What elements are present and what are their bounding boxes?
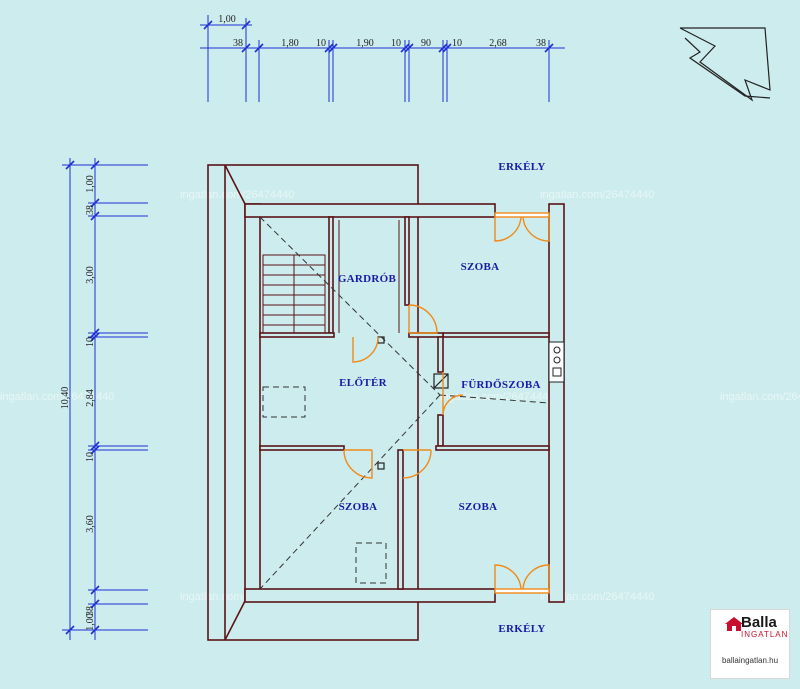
dim-label: 1,80 (281, 38, 299, 49)
roof-dashed-lines (259, 216, 550, 590)
dim-label: 1,90 (356, 38, 374, 49)
room-label-furdoszoba: FÜRDŐSZOBA (461, 378, 540, 391)
room-label-szoba: SZOBA (461, 261, 500, 273)
dim-label: 10 (85, 337, 96, 347)
room-labels: GARDRÓB SZOBA ELŐTÉR FÜRDŐSZOBA SZOBA SZ… (338, 161, 545, 635)
top-dimension-labels: 1,00 38 1,80 10 1,90 10 90 10 2,68 38 (218, 14, 546, 49)
chimney-icon (377, 336, 449, 470)
dim-label: 38 (85, 606, 96, 616)
walls (244, 203, 565, 603)
dim-label: 2,68 (489, 38, 507, 49)
logo-brand: Balla (741, 614, 777, 631)
watermark: ingatlan.com/26474440 (180, 189, 294, 201)
dim-label: 3,60 (85, 515, 96, 533)
roof-outline (207, 164, 419, 641)
left-dimension-labels: 10,40 1,00 38 3,00 10 2,84 10 3,60 38 1,… (60, 175, 96, 631)
agency-logo: Balla INGATLAN ballaingatlan.hu (710, 609, 790, 679)
left-dimension-chain (62, 158, 148, 640)
staircase (262, 220, 400, 334)
watermark: ingatlan.com/26474440 (0, 391, 114, 403)
watermark: ingatlan.com/26474440 (540, 591, 654, 603)
dim-label: 1,00 (85, 613, 96, 631)
dim-label: 10 (452, 38, 462, 49)
doors (343, 212, 550, 594)
house-icon (725, 617, 743, 631)
dim-label: 90 (421, 38, 431, 49)
dim-label: 10 (85, 452, 96, 462)
watermark: ingatlan.com/26474440 (540, 189, 654, 201)
room-label-erkely: ERKÉLY (498, 161, 545, 173)
room-label-szoba: SZOBA (339, 501, 378, 513)
top-dimension-chain (200, 15, 565, 102)
logo-site: ballaingatlan.hu (721, 656, 779, 665)
room-label-erkely: ERKÉLY (498, 623, 545, 635)
dim-label: 38 (85, 205, 96, 215)
dim-label: 1,00 (218, 14, 236, 25)
watermark: ingatlan.com/26474440 (440, 391, 554, 403)
dim-label: 10 (391, 38, 401, 49)
dim-label: 38 (233, 38, 243, 49)
watermark: ingatlan.com/26474440 (720, 391, 800, 403)
dim-label: 10 (316, 38, 326, 49)
room-label-szoba: SZOBA (459, 501, 498, 513)
room-label-eloter: ELŐTÉR (339, 377, 387, 389)
dim-label: 2,84 (85, 389, 96, 407)
logo-sub: INGATLAN (741, 630, 789, 639)
room-label-gardrob: GARDRÓB (338, 273, 397, 285)
dim-label: 38 (536, 38, 546, 49)
north-arrow-icon (679, 27, 771, 102)
dim-label: 10,40 (60, 387, 71, 410)
dim-label: 1,00 (85, 175, 96, 193)
bathroom-fixtures (548, 341, 565, 383)
dim-label: 3,00 (85, 266, 96, 284)
